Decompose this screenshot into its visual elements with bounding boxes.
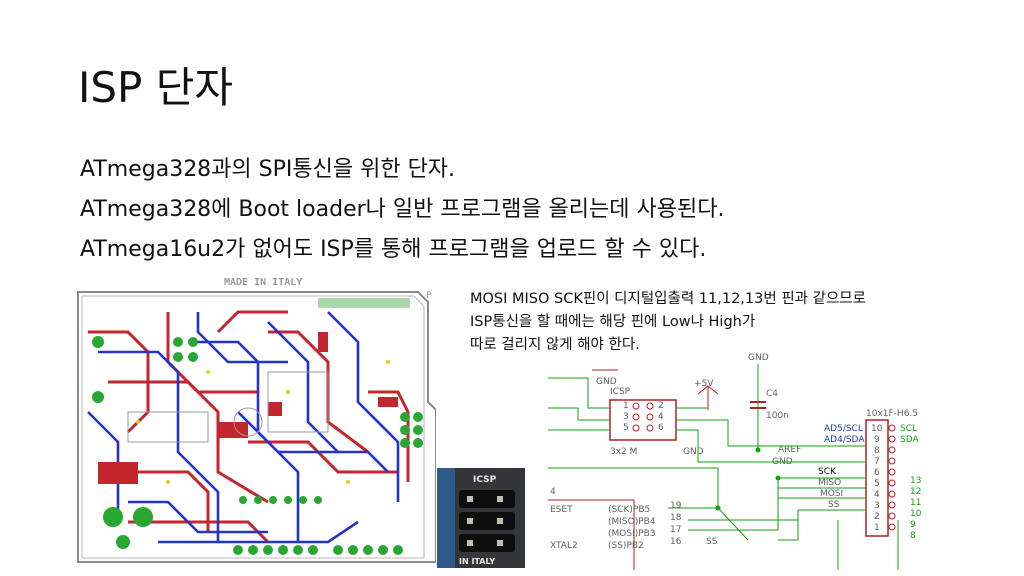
conn-right-number: 8 — [910, 531, 916, 541]
caption-text: MOSI MISO SCK핀이 디지털입출력 11,12,13번 핀과 같으므로… — [470, 288, 866, 357]
caption-line: ISP통신을 할 때에는 해당 핀에 Low나 High가 — [470, 314, 756, 330]
port-pin: 17 — [670, 525, 681, 535]
conn-right-label: SDA — [900, 435, 919, 445]
conn-pin: 9 — [874, 435, 880, 445]
pcb-silkscreen-text: MADE IN ITALY — [224, 277, 302, 288]
pcb-drawing: MADE IN ITALY P — [77, 277, 436, 563]
schematic-gnd-top: GND — [748, 353, 769, 363]
conn-pin: 3 — [874, 501, 880, 511]
schematic-left-pin: 4 — [550, 487, 556, 497]
schematic-conn-name: 10x1F-H6.5 — [866, 409, 918, 419]
schematic-xtal: XTAL2 — [550, 541, 578, 551]
bullet-item: ATmega328과의 SPI통신을 위한 단자. — [80, 157, 456, 182]
schematic-gnd-mid: GND — [683, 447, 704, 457]
schematic-part-name: 3x2 M — [610, 447, 637, 457]
schematic-icsp-label: ICSP — [610, 387, 631, 397]
schematic-vcc: +5V — [694, 379, 714, 389]
icsp-pin: 6 — [658, 423, 664, 433]
schematic-aref: AREF — [778, 445, 801, 455]
schematic-bottom-ss: SS — [706, 537, 718, 547]
bus-signal: MOSI — [820, 489, 843, 499]
bullet-item: ATmega328에 Boot loader나 일반 프로그램을 올리는데 사용… — [80, 197, 725, 222]
bullet-item: ATmega16u2가 없어도 ISP를 통해 프로그램을 업로드 할 수 있다… — [80, 237, 707, 262]
conn-right-number: 11 — [910, 498, 921, 508]
port-pin: 16 — [670, 537, 682, 547]
icsp-pin: 4 — [658, 412, 664, 422]
icsp-pin: 5 — [623, 423, 629, 433]
photo-label-top: ICSP — [473, 475, 497, 485]
schematic-gnd-left: GND — [596, 377, 617, 387]
pcb-corner-mark: P — [426, 291, 432, 301]
pcb-layout-image: MADE IN ITALY P — [68, 272, 436, 570]
conn-pin: 10 — [871, 424, 883, 434]
bullet-list: ATmega328과의 SPI통신을 위한 단자. ATmega328에 Boo… — [80, 150, 724, 270]
conn-right-number: 9 — [910, 520, 916, 530]
conn-signal: AD4/SDA — [824, 435, 865, 445]
icsp-header-photo: ICSP IN ITALY — [437, 468, 525, 568]
schematic-drawing: GND GND ICSP 1 3 5 2 4 6 3x2 M GND +5V C… — [548, 353, 922, 570]
icsp-schematic: GND GND ICSP 1 3 5 2 4 6 3x2 M GND +5V C… — [548, 350, 938, 570]
conn-signal: AD5/SCL — [824, 424, 863, 434]
schematic-reset: ESET — [550, 505, 573, 515]
port-label: (MISO)PB4 — [608, 517, 656, 527]
port-pin: 19 — [670, 501, 682, 511]
slide-title: ISP 단자 — [78, 63, 234, 112]
conn-right-number: 10 — [910, 509, 922, 519]
caption-line: 따로 걸리지 않게 해야 한다. — [470, 337, 640, 353]
header-photo-drawing: ICSP IN ITALY — [437, 468, 525, 568]
conn-pin: 2 — [874, 512, 880, 522]
schematic-cap-value: 100n — [766, 411, 789, 421]
bus-signal: SS — [828, 500, 840, 510]
bus-signal: SCK — [818, 467, 837, 477]
conn-pin: 5 — [874, 479, 880, 489]
conn-pin: 7 — [874, 457, 880, 467]
conn-pin: 1 — [874, 523, 880, 533]
conn-right-number: 13 — [910, 476, 921, 486]
conn-right-label: SCL — [900, 424, 917, 434]
port-label: (SCK)PB5 — [608, 505, 650, 515]
conn-pin: 8 — [874, 446, 880, 456]
caption-line: MOSI MISO SCK핀이 디지털입출력 11,12,13번 핀과 같으므로 — [470, 291, 866, 307]
icsp-pin: 1 — [623, 401, 629, 411]
port-label: (MOSI)PB3 — [608, 529, 656, 539]
port-label: (SS)PB2 — [608, 541, 644, 551]
photo-label-bottom: IN ITALY — [459, 557, 495, 566]
icsp-pin: 3 — [623, 412, 629, 422]
bus-signal: MISO — [818, 478, 841, 488]
conn-pin: 6 — [874, 468, 880, 478]
port-pin: 18 — [670, 513, 682, 523]
schematic-cap-label: C4 — [766, 389, 778, 399]
conn-right-number: 12 — [910, 487, 921, 497]
icsp-pin: 2 — [658, 401, 664, 411]
conn-pin: 4 — [874, 490, 880, 500]
